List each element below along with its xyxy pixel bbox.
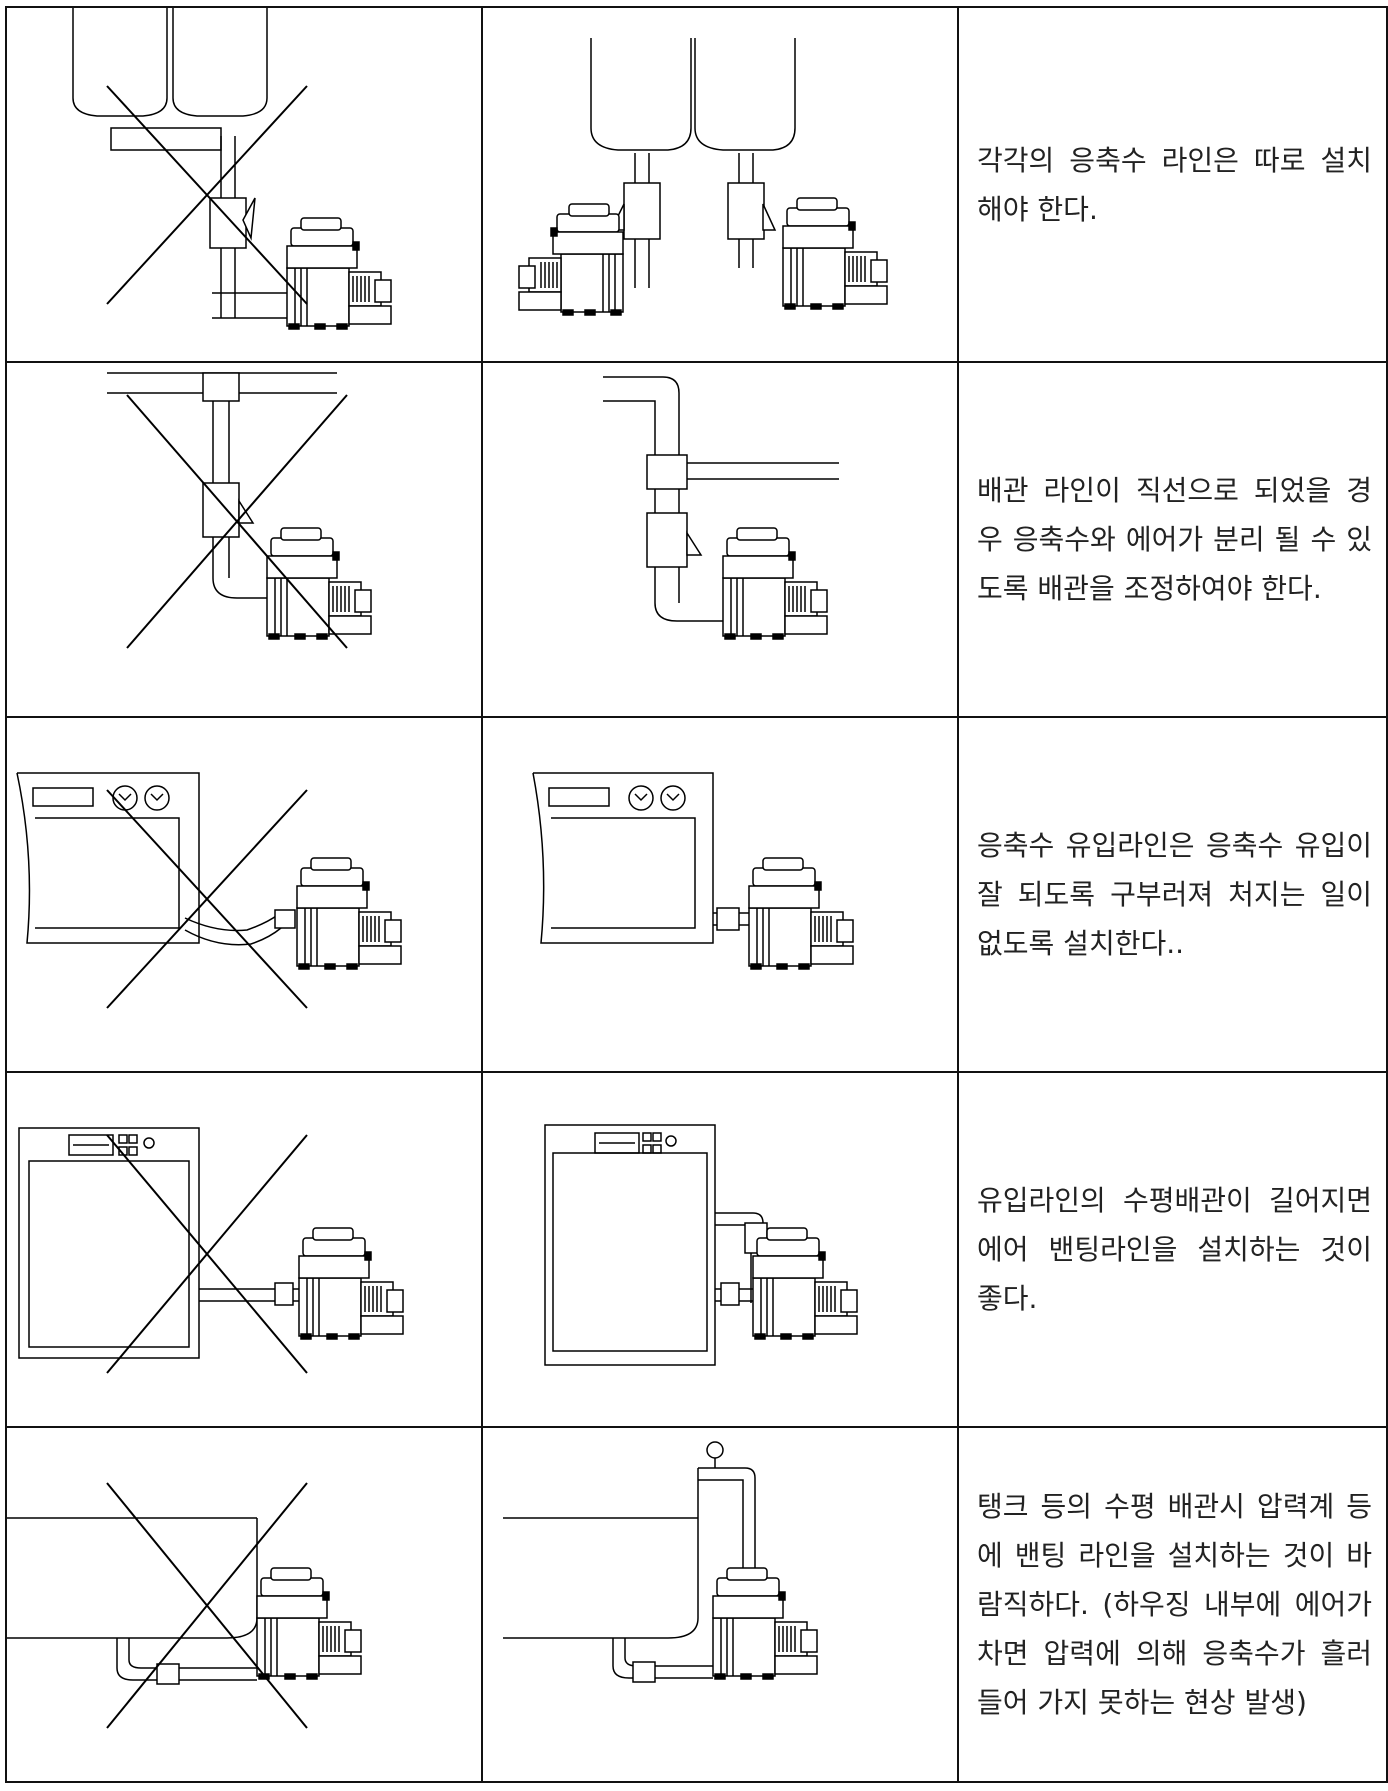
correct-straight-line-figure	[483, 363, 957, 640]
wrong-example-cell	[5, 1071, 483, 1428]
wrong-tank-horizontal-figure	[7, 1428, 362, 1781]
wrong-example-cell	[5, 6, 483, 363]
correct-sagging-line-figure	[483, 718, 854, 970]
instruction-text: 응축수 유입라인은 응축수 유입이 잘 되도록 구부러져 처지는 일이 없도록 …	[977, 829, 1381, 960]
wrong-example-cell	[5, 716, 483, 1073]
wrong-separate-lines-figure	[7, 8, 392, 330]
table-row: 각각의 응축수 라인은 따로 설치 해야 한다.	[5, 6, 1388, 363]
correct-example-cell	[481, 6, 959, 363]
instruction-cell: 탱크 등의 수평 배관시 압력계 등에 밴팅 라인을 설치하는 것이 바람직하다…	[957, 1426, 1388, 1783]
correct-example-cell	[481, 1071, 959, 1428]
wrong-example-cell	[5, 361, 483, 718]
table-row: 배관 라인이 직선으로 되었을 경우 응축수와 에어가 분리 될 수 있도록 배…	[5, 361, 1388, 718]
wrong-long-horizontal-figure	[7, 1073, 404, 1426]
instruction-text: 유입라인의 수평배관이 길어지면 에어 밴팅라인을 설치하는 것이 좋다.	[977, 1184, 1381, 1315]
table-row: 유입라인의 수평배관이 길어지면 에어 밴팅라인을 설치하는 것이 좋다.	[5, 1071, 1388, 1428]
correct-venting-line-figure	[483, 1073, 858, 1426]
correct-example-cell	[481, 1426, 959, 1783]
wrong-straight-line-figure	[7, 363, 372, 716]
correct-example-cell	[481, 716, 959, 1073]
correct-example-cell	[481, 361, 959, 718]
correct-tank-venting-figure	[483, 1428, 818, 1781]
instruction-text: 배관 라인이 직선으로 되었을 경우 응축수와 에어가 분리 될 수 있도록 배…	[977, 474, 1372, 605]
table-row: 응축수 유입라인은 응축수 유입이 잘 되도록 구부러져 처지는 일이 없도록 …	[5, 716, 1388, 1073]
instruction-text: 각각의 응축수 라인은 따로 설치 해야 한다.	[977, 143, 1381, 226]
instruction-cell: 각각의 응축수 라인은 따로 설치 해야 한다.	[957, 6, 1388, 363]
correct-separate-lines-figure	[518, 8, 888, 316]
instruction-cell: 유입라인의 수평배관이 길어지면 에어 밴팅라인을 설치하는 것이 좋다.	[957, 1071, 1388, 1428]
table-row: 탱크 등의 수평 배관시 압력계 등에 밴팅 라인을 설치하는 것이 바람직하다…	[5, 1426, 1388, 1783]
instruction-text: 탱크 등의 수평 배관시 압력계 등에 밴팅 라인을 설치하는 것이 바람직하다…	[977, 1490, 1381, 1719]
instruction-cell: 배관 라인이 직선으로 되었을 경우 응축수와 에어가 분리 될 수 있도록 배…	[957, 361, 1388, 718]
wrong-example-cell	[5, 1426, 483, 1783]
installation-guide-table: 각각의 응축수 라인은 따로 설치 해야 한다.	[5, 6, 1388, 1783]
wrong-sagging-line-figure	[7, 718, 402, 1071]
instruction-cell: 응축수 유입라인은 응축수 유입이 잘 되도록 구부러져 처지는 일이 없도록 …	[957, 716, 1388, 1073]
